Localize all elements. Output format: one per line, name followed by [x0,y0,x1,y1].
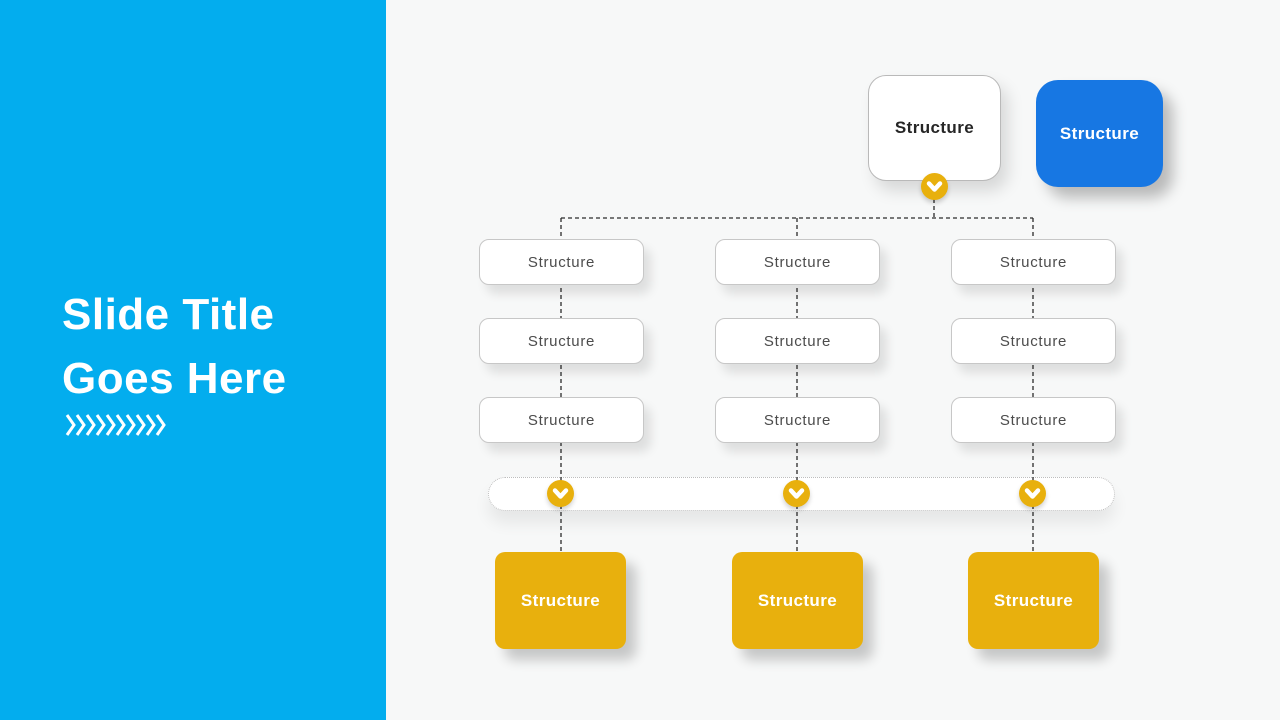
footer-structure-box: Structure [732,552,863,649]
structure-box: Structure [479,239,644,285]
connector-lines [560,192,1034,552]
structure-label: Structure [999,253,1068,271]
root-structure-box: Structure [868,75,1001,181]
slide-title-line1: Slide Title [62,290,275,339]
structure-label: Structure [999,411,1068,429]
chevron-down-icon [547,480,574,507]
structure-label: Structure [527,253,596,271]
diagram-stage: Structure Structure Structure Structure … [386,0,1280,720]
structure-label: Structure [763,332,832,350]
chevron-down-icon [783,480,810,507]
structure-label: Structure [999,332,1068,350]
chevron-down-icon [921,173,948,200]
footer-structure-box: Structure [968,552,1099,649]
highlight-structure-label: Structure [1059,123,1140,143]
structure-box: Structure [715,318,880,364]
structure-box: Structure [715,239,880,285]
highlight-structure-box: Structure [1036,80,1163,187]
structure-label: Structure [527,411,596,429]
root-structure-label: Structure [894,118,975,137]
chevrons-right-icon [65,412,171,438]
structure-label: Structure [763,411,832,429]
slide-title: Slide Title Goes Here [62,283,287,411]
slide-title-line2: Goes Here [62,354,287,403]
footer-structure-label: Structure [520,590,601,610]
structure-box: Structure [951,318,1116,364]
structure-box: Structure [715,397,880,443]
structure-label: Structure [527,332,596,350]
footer-structure-box: Structure [495,552,626,649]
structure-label: Structure [763,253,832,271]
footer-structure-label: Structure [993,590,1074,610]
title-panel: Slide Title Goes Here [0,0,386,720]
structure-box: Structure [479,397,644,443]
chevron-down-icon [1019,480,1046,507]
footer-structure-label: Structure [757,590,838,610]
structure-box: Structure [951,397,1116,443]
structure-box: Structure [479,318,644,364]
structure-box: Structure [951,239,1116,285]
